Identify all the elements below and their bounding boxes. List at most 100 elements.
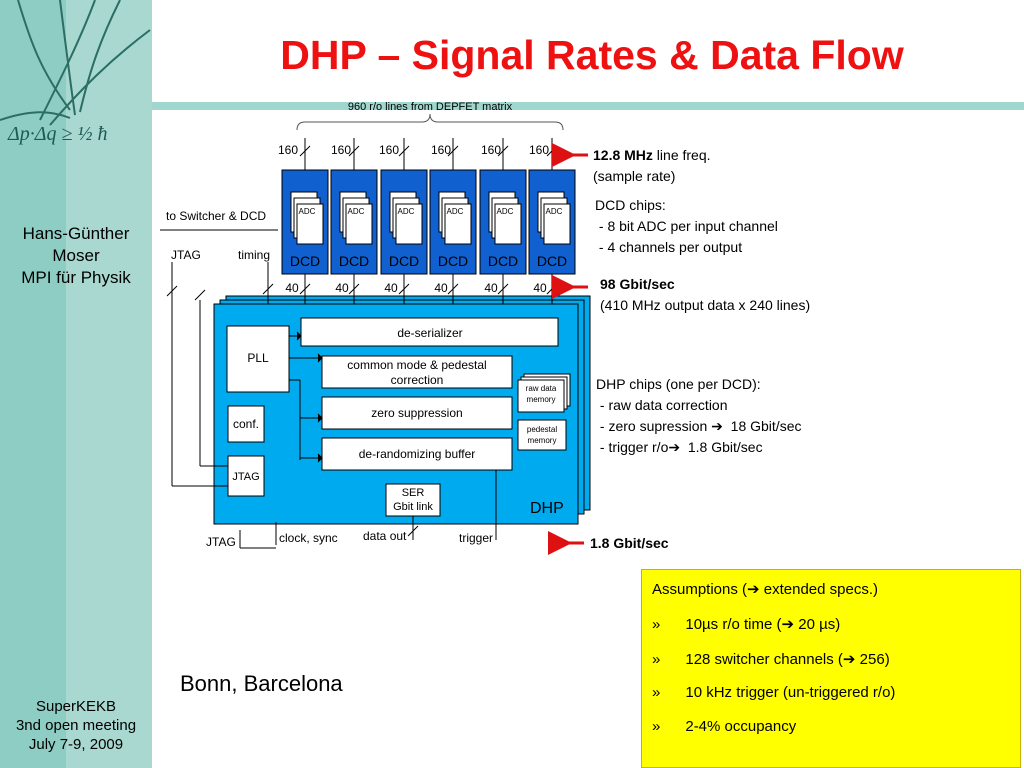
dhp-chips-item: - trigger r/o➔ 1.8 Gbit/sec: [596, 439, 763, 455]
common-mode-block: [321, 355, 513, 389]
line-freq-text: 12.8 MHz line freq.: [593, 145, 711, 166]
dcd-chip: ADC DCD: [479, 169, 527, 275]
input-wires: [299, 138, 558, 170]
dhp-chips-heading: DHP chips (one per DCD):: [596, 376, 761, 392]
raw-data-memory-label: memory: [527, 395, 556, 404]
timing-label: timing: [238, 248, 271, 262]
output-count: 40: [335, 281, 349, 295]
input-count: 160: [481, 143, 501, 157]
output-count: 40: [484, 281, 498, 295]
meeting-block: SuperKEKB 3nd open meeting July 7-9, 200…: [0, 697, 152, 754]
slide-title: DHP – Signal Rates & Data Flow: [280, 32, 904, 78]
jtag-block-label: JTAG: [232, 471, 259, 483]
input-brace: [296, 113, 564, 131]
sample-rate-text: (sample rate): [593, 168, 676, 184]
adc-label: ADC: [299, 207, 316, 216]
common-mode-label: correction: [391, 373, 444, 387]
pedestal-memory-label: memory: [528, 436, 557, 445]
author-line: Hans-Günther: [22, 224, 130, 243]
input-count: 160: [278, 143, 298, 157]
sidebar-inner-band: [0, 0, 66, 768]
raw-data-memory-block: [517, 379, 565, 413]
input-count: 160: [529, 143, 549, 157]
adc-label: ADC: [447, 207, 464, 216]
jtag-block: [227, 455, 265, 497]
meeting-line: SuperKEKB: [35, 698, 117, 715]
logo-graphic: Δp·Δq ≥ ½ ħ: [0, 0, 151, 145]
dcd-label: DCD: [389, 253, 419, 269]
trigger-label: trigger: [459, 531, 494, 545]
pedestal-memory-label: pedestal: [527, 425, 557, 434]
assumption-item: » 128 switcher channels (➔ 256): [652, 651, 890, 668]
dcd-label: DCD: [339, 253, 369, 269]
dcd-chip: ADC DCD: [528, 169, 576, 275]
common-mode-label: common mode & pedestal: [347, 358, 486, 372]
control-wires: [160, 229, 278, 549]
switcher-label: to Switcher & DCD: [166, 209, 267, 223]
dcd-chip: ADC DCD: [281, 169, 329, 275]
input-count: 160: [431, 143, 451, 157]
derandomizing-block: [321, 437, 513, 471]
assumption-item: » 10 kHz trigger (un-triggered r/o): [652, 684, 896, 701]
assumptions-title: Assumptions (➔ extended specs.): [652, 581, 879, 598]
assumptions-box: Assumptions (➔ extended specs.) » 10µs r…: [641, 569, 1021, 768]
author-block: Hans-Günther Moser MPI für Physik: [0, 223, 152, 289]
dcd-label: DCD: [488, 253, 518, 269]
dcd-chips-heading: DCD chips:: [595, 197, 666, 213]
rate-98-text: 98 Gbit/sec: [600, 276, 675, 292]
author-line: Moser: [52, 246, 100, 265]
deserializer-block: [300, 317, 559, 347]
adc-label: ADC: [497, 207, 514, 216]
adc-label: ADC: [546, 207, 563, 216]
raw-data-memory-label: raw data: [526, 384, 557, 393]
dcd-chip: ADC DCD: [330, 169, 378, 275]
derandomizing-label: de-randomizing buffer: [359, 447, 476, 461]
dhp-internal-blocks: de-serializer PLL common mode & pedestal…: [226, 317, 571, 517]
dcd-chip: ADC DCD: [380, 169, 428, 275]
output-count: 40: [533, 281, 547, 295]
pedestal-memory-block: [517, 419, 567, 451]
ser-label: SER: [402, 487, 425, 499]
jtag-bottom-label: JTAG: [206, 535, 236, 549]
conf-block: [227, 405, 265, 443]
output-count: 40: [434, 281, 448, 295]
adc-label: ADC: [398, 207, 415, 216]
conf-label: conf.: [233, 417, 259, 431]
dcd-label: DCD: [537, 253, 567, 269]
zero-suppression-block: [321, 396, 513, 430]
zero-suppression-label: zero suppression: [371, 406, 462, 420]
rate-98-detail: (410 MHz output data x 240 lines): [600, 297, 811, 313]
assumption-item: » 2-4% occupancy: [652, 718, 797, 735]
dcd-chips: ADC DCD ADC DCD ADC DCD ADC DCD: [281, 169, 576, 275]
dcd-chips-item: - 4 channels per output: [595, 239, 743, 255]
dhp-chips-item: - raw data correction: [596, 397, 728, 413]
internal-arrows: [289, 331, 497, 540]
dcd-label: DCD: [290, 253, 320, 269]
dcd-chip: ADC DCD: [429, 169, 477, 275]
adc-label: ADC: [348, 207, 365, 216]
logo-formula: Δp·Δq ≥ ½ ħ: [7, 123, 107, 145]
ser-label: Gbit link: [393, 501, 433, 513]
output-count: 40: [384, 281, 398, 295]
meeting-line: July 7-9, 2009: [28, 736, 124, 753]
author-line: MPI für Physik: [21, 268, 131, 287]
pll-label: PLL: [247, 351, 269, 365]
dhp-label: DHP: [530, 500, 564, 517]
data-out-label: data out: [363, 529, 407, 543]
input-lines-label: 960 r/o lines from DEPFET matrix: [348, 101, 513, 113]
deserializer-label: de-serializer: [397, 326, 462, 340]
clock-sync-label: clock, sync: [279, 531, 338, 545]
pll-block: [226, 325, 290, 393]
input-count: 160: [331, 143, 351, 157]
dhp-chips-item: - zero supression ➔ 18 Gbit/sec: [596, 418, 802, 434]
meeting-line: 3nd open meeting: [15, 717, 137, 734]
input-count: 160: [379, 143, 399, 157]
output-wires: [299, 274, 558, 304]
assumption-item: » 10µs r/o time (➔ 20 µs): [652, 616, 841, 633]
location-text: Bonn, Barcelona: [180, 671, 343, 696]
jtag-top-label: JTAG: [171, 248, 201, 262]
dcd-label: DCD: [438, 253, 468, 269]
output-count: 40: [285, 281, 299, 295]
dcd-chips-item: - 8 bit ADC per input channel: [595, 218, 778, 234]
